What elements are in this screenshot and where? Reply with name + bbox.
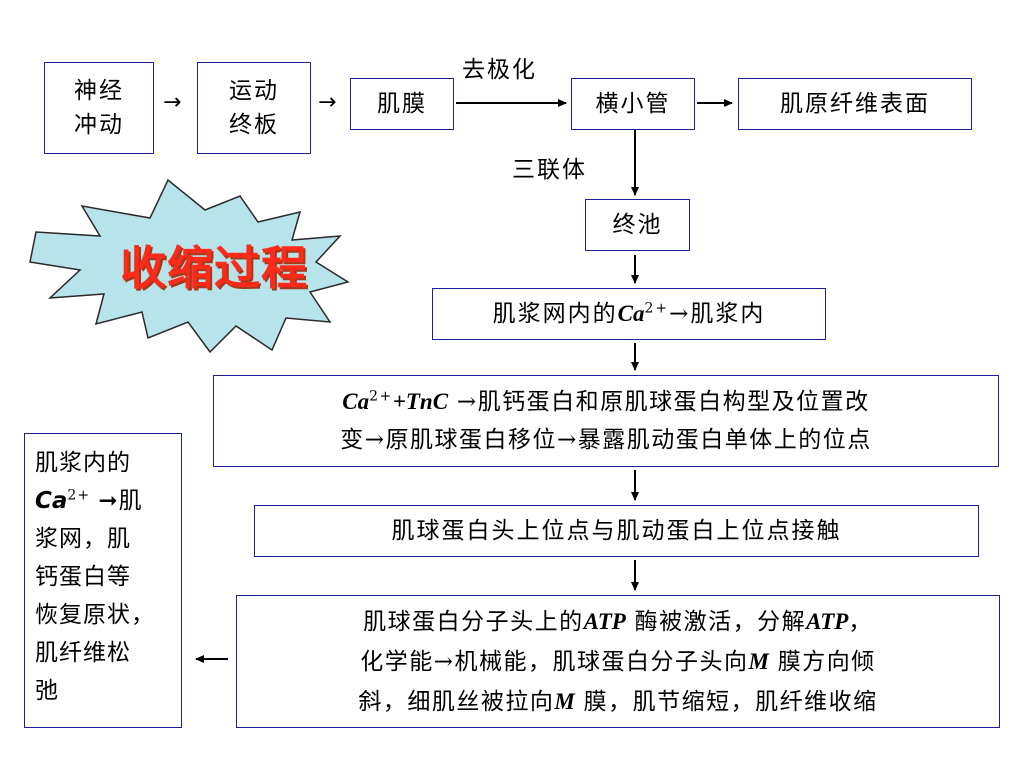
- triad-label: 三联体: [512, 157, 587, 183]
- motor-endplate-box: 运动 终板: [197, 62, 311, 154]
- tnc-ion: Ca: [342, 389, 370, 414]
- tnc-line1-rest: →肌钙蛋白和原肌球蛋白构型及位置改: [448, 389, 870, 415]
- crossbridge-contact-label: 肌球蛋白头上位点与肌动蛋白上位点接触: [391, 517, 842, 544]
- atp-l2a: 化学能→机械能，肌球蛋白分子头向: [360, 648, 749, 675]
- calcium-release-box: 肌浆网内的Ca2+→肌浆内: [432, 288, 826, 340]
- t-tubule-box: 横小管: [571, 78, 695, 130]
- relax-ion: Ca: [35, 488, 68, 514]
- terminal-cisterna-box: 终池: [585, 199, 690, 251]
- sarcolemma-box: 肌膜: [350, 78, 454, 130]
- motor-endplate-line1: 运动: [229, 78, 279, 104]
- atp-hydrolysis-box: 肌球蛋白分子头上的ATP 酶被激活，分解ATP， 化学能→机械能，肌球蛋白分子头…: [236, 595, 1000, 728]
- relax-line1: 肌浆内的: [35, 450, 131, 476]
- arrow-endplate-to-membrane: →: [318, 90, 337, 115]
- contraction-process-title: 收缩过程: [120, 241, 308, 295]
- depolarization-label: 去极化: [462, 57, 537, 83]
- terminal-cisterna-label: 终池: [612, 211, 663, 238]
- troponin-binding-box: Ca2++TnC →肌钙蛋白和原肌球蛋白构型及位置改 变→原肌球蛋白移位→暴露肌…: [213, 375, 999, 467]
- myofibril-surface-box: 肌原纤维表面: [738, 78, 972, 130]
- calcium-release-charge: 2+: [644, 300, 670, 317]
- relax-charge: 2+: [67, 487, 91, 504]
- myofibril-surface-label: 肌原纤维表面: [780, 90, 930, 117]
- nerve-impulse-line1: 神经: [74, 78, 124, 104]
- motor-endplate-line2: 终板: [229, 112, 279, 138]
- relax-line3: 浆网，肌: [35, 526, 131, 552]
- atp-l2b: 膜方向倾: [768, 648, 876, 675]
- atp-l2-m: M: [748, 648, 769, 674]
- relax-line2-rest: ➞肌: [90, 488, 143, 514]
- arrow-nerve-to-endplate: →: [163, 90, 182, 115]
- t-tubule-label: 横小管: [595, 90, 671, 117]
- calcium-release-ion: Ca: [617, 301, 645, 326]
- tnc-charge: 2+: [369, 388, 393, 405]
- atp-l1-atp2: ATP: [806, 608, 849, 634]
- relax-line6: 肌纤维松: [35, 640, 131, 666]
- calcium-release-prefix: 肌浆网内的: [492, 301, 618, 327]
- relaxation-box: 肌浆内的 Ca2+ ➞肌 浆网，肌 钙蛋白等 恢复原状， 肌纤维松 弛: [24, 433, 182, 728]
- sarcolemma-label: 肌膜: [377, 90, 427, 117]
- atp-l1c: ，: [848, 608, 873, 635]
- relax-line5: 恢复原状，: [35, 602, 155, 628]
- atp-l3b: 膜，肌节缩短，肌纤维收缩: [574, 688, 878, 715]
- relax-line7: 弛: [35, 678, 59, 704]
- crossbridge-contact-box: 肌球蛋白头上位点与肌动蛋白上位点接触: [254, 505, 979, 557]
- nerve-impulse-box: 神经 冲动: [44, 62, 154, 154]
- starburst-shape: [29, 178, 350, 354]
- tnc-line2: 变→原肌球蛋白移位→暴露肌动蛋白单体上的位点: [340, 427, 872, 453]
- tnc-plus: +TnC: [392, 389, 449, 414]
- atp-l1a: 肌球蛋白分子头上的: [363, 608, 584, 635]
- atp-l1-atp1: ATP: [583, 608, 626, 634]
- atp-l1b: 酶被激活，分解: [625, 608, 807, 635]
- nerve-impulse-line2: 冲动: [74, 112, 124, 138]
- relax-line4: 钙蛋白等: [35, 564, 131, 590]
- atp-l3a: 斜，细肌丝被拉向: [358, 688, 555, 715]
- atp-l3-m: M: [554, 688, 575, 714]
- calcium-release-suffix: →肌浆内: [669, 301, 766, 327]
